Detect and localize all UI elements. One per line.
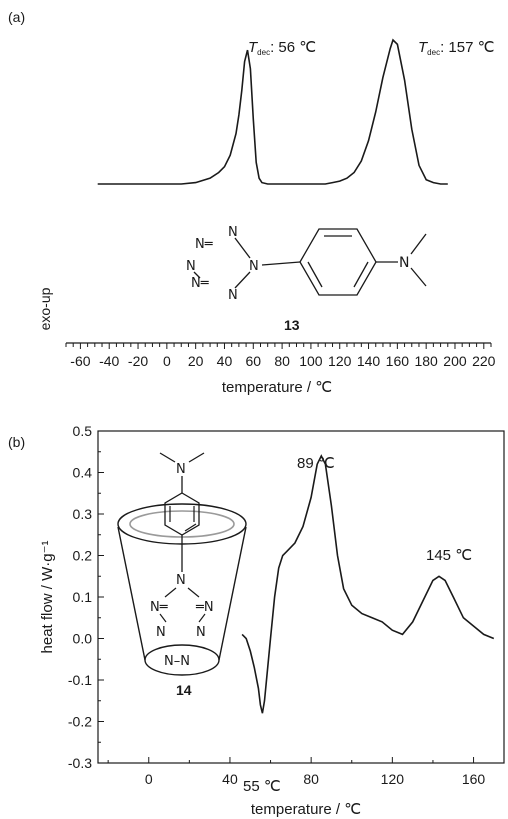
panel-a-ylabel: exo-up xyxy=(37,287,53,330)
y-tick-label-b: 0.1 xyxy=(73,589,93,605)
peak-label-56: Tdec: 56 ℃ xyxy=(248,39,316,57)
x-tick-label-a: 40 xyxy=(217,353,233,369)
amine-n-14: N xyxy=(176,462,186,477)
dsc-trace-a xyxy=(97,38,448,185)
x-tick-label-b: 160 xyxy=(462,771,486,787)
compound-13-label: 13 xyxy=(284,317,300,333)
methyl-bond-14-1 xyxy=(159,452,176,463)
x-tick-label-b: 40 xyxy=(222,771,238,787)
x-tick-label-a: 220 xyxy=(472,353,496,369)
x-tick-label-a: 20 xyxy=(188,353,204,369)
tetrazole-n-right-bottom-14: N xyxy=(196,625,206,640)
tetrazole-n1-14: N xyxy=(176,573,186,588)
tetrazole-n-right-14: ═N xyxy=(195,600,214,615)
tetrazole-n-left: N xyxy=(186,259,196,274)
x-tick-label-a: -60 xyxy=(70,353,90,369)
annotation-55: 55 ℃ xyxy=(243,778,281,795)
peak-label-157: Tdec: 157 ℃ xyxy=(418,39,494,57)
panel-b-ylabel: heat flow / W·g⁻¹ xyxy=(39,541,56,654)
bond-n-n-left xyxy=(193,271,201,279)
methyl-bond-2 xyxy=(410,267,427,287)
peak-label-157-symbol: T xyxy=(418,39,429,56)
cyclodextrin-wall-left xyxy=(117,526,146,661)
tetrazole-n-top-left: N═ xyxy=(195,237,213,252)
peak-label-56-text: : 56 ℃ xyxy=(270,39,316,56)
x-tick-label-a: 200 xyxy=(443,353,467,369)
x-tick-label-a: -20 xyxy=(128,353,148,369)
tetrazole-n-bottom: N xyxy=(228,288,238,303)
peak-label-56-symbol: T xyxy=(248,39,259,56)
peak-label-157-text: : 157 ℃ xyxy=(440,39,494,56)
x-tick-label-a: 180 xyxy=(414,353,438,369)
annotation-89: 89 ℃ xyxy=(297,455,335,472)
tetrazole-n-bottom-left: N═ xyxy=(191,276,209,291)
bond-n-n-bottom xyxy=(234,271,251,289)
y-tick-label-b: 0.5 xyxy=(73,423,93,439)
y-tick-label-b: -0.3 xyxy=(68,755,92,771)
tetrazole-n-left-14: N═ xyxy=(150,600,168,615)
x-tick-label-b: 80 xyxy=(303,771,319,787)
tetrazole-n-n-bottom-14: N–N xyxy=(164,654,190,669)
annotation-145: 145 ℃ xyxy=(426,547,472,564)
tetrazole-n-2: N xyxy=(249,259,259,274)
panel-b-label: (b) xyxy=(8,434,25,450)
x-tick-label-b: 120 xyxy=(381,771,405,787)
tetrazole-n-left-bottom-14: N xyxy=(156,625,166,640)
x-tick-label-a: 140 xyxy=(357,353,381,369)
cyclodextrin-wall-right xyxy=(218,526,247,661)
x-tick-label-b: 0 xyxy=(145,771,153,787)
bond-tetrazole-14-c xyxy=(159,613,167,623)
bond-tetrazole-14-a xyxy=(164,587,177,598)
x-tick-label-a: 100 xyxy=(299,353,323,369)
x-tick-label-a: 80 xyxy=(274,353,290,369)
x-tick-label-a: 160 xyxy=(386,353,410,369)
cyclodextrin-rim-bottom xyxy=(144,644,220,676)
y-tick-label-b: -0.1 xyxy=(68,672,92,688)
x-tick-label-a: 120 xyxy=(328,353,352,369)
molecule-13: N═ N N N═ N N N xyxy=(186,225,427,303)
amine-n: N xyxy=(399,255,409,271)
cyclodextrin-rim-inner xyxy=(129,510,235,538)
x-tick-label-a: 60 xyxy=(245,353,261,369)
y-tick-label-b: 0.3 xyxy=(73,506,93,522)
bond-tetrazole-14-b xyxy=(187,587,200,598)
y-tick-label-b: 0.4 xyxy=(73,465,93,481)
bond-n-aryl xyxy=(261,261,301,266)
panel-b-xlabel: temperature / ℃ xyxy=(251,801,361,818)
panel-b-axes: -0.3 -0.2 -0.1 0.0 0.1 0.2 0.3 0.4 0.5 0 40 80 120 16… xyxy=(68,423,486,787)
x-tick-label-a: -40 xyxy=(99,353,119,369)
methyl-bond-1 xyxy=(410,233,427,255)
peak-label-157-subscript: dec xyxy=(427,48,440,57)
y-tick-label-b: 0.2 xyxy=(73,548,93,564)
panel-a-xlabel: temperature / ℃ xyxy=(222,379,332,396)
x-tick-label-a: 0 xyxy=(163,353,171,369)
panel-a-label: (a) xyxy=(8,9,25,25)
peak-label-56-subscript: dec xyxy=(257,48,270,57)
dsc-trace-b xyxy=(241,454,495,714)
tetrazole-n-top: N xyxy=(228,225,238,240)
panel-b: (b) -0.3 -0.2 -0.1 0.0 0.1 0.2 0.3 0.4 0.5 0 40 80 1… xyxy=(8,423,505,818)
panel-a: (a) Tdec: 56 ℃ Tdec: 157 ℃ N═ N N N═ N N xyxy=(8,9,496,396)
benzene-ring xyxy=(299,228,377,296)
panel-b-plot-frame xyxy=(97,430,505,764)
y-tick-label-b: 0.0 xyxy=(73,631,93,647)
benzene-double-bond-14-3 xyxy=(184,523,197,532)
bond-n-n-top xyxy=(234,237,251,259)
methyl-bond-14-2 xyxy=(188,452,205,463)
benzene-double-bond-2 xyxy=(307,261,323,288)
compound-14-label: 14 xyxy=(176,682,192,698)
molecule-14-inclusion-complex: N N N═ ═N N N N–N xyxy=(117,452,247,676)
bond-tetrazole-14-d xyxy=(198,613,206,623)
benzene-double-bond-3 xyxy=(353,261,369,288)
y-tick-label-b: -0.2 xyxy=(68,714,92,730)
